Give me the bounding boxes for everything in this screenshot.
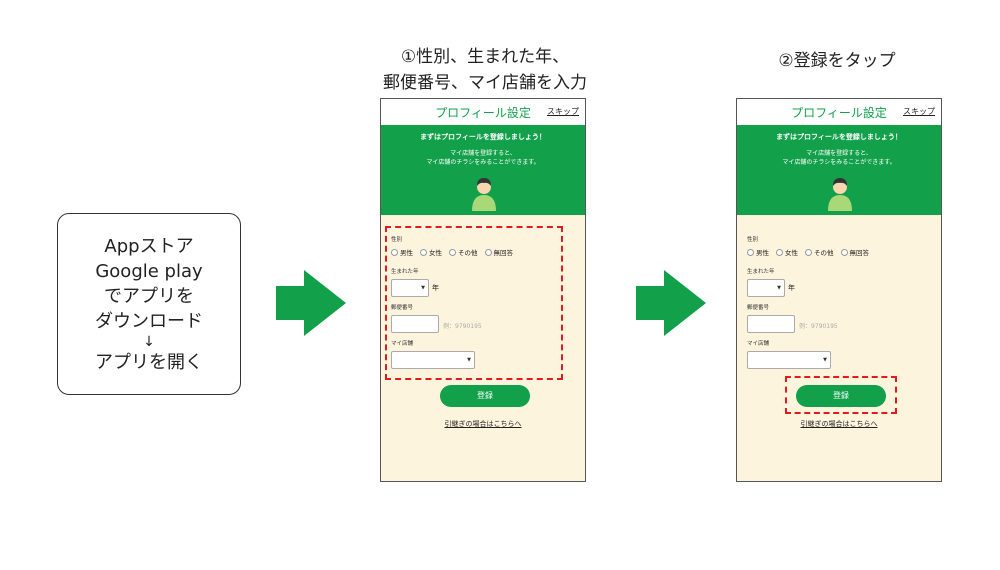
skip-link[interactable]: スキップ (547, 107, 579, 116)
phone-screen-2: プロフィール設定 スキップ まずはプロフィールを登録しましょう！ マイ店舗を登録… (736, 98, 942, 482)
radio-label: 女性 (429, 249, 442, 257)
hero-line: マイ店舗を登録すると、 (450, 150, 516, 157)
radio-label: 男性 (400, 249, 413, 257)
radio-icon (484, 248, 492, 256)
gender-options: 男性 女性 その他 無回答 (747, 247, 869, 257)
gender-radio-no-answer[interactable]: 無回答 (484, 247, 514, 257)
down-arrow-icon: ↓ (143, 333, 155, 350)
birth-year-label: 生まれた年 (747, 269, 775, 275)
radio-label: 無回答 (849, 249, 870, 257)
store-select[interactable]: ▼ (747, 351, 831, 369)
postal-input[interactable] (747, 315, 795, 333)
highlight-register-button (785, 376, 897, 414)
radio-label: 女性 (785, 249, 798, 257)
right-arrow-icon (276, 270, 346, 336)
postal-label: 郵便番号 (747, 305, 770, 311)
caption-line: ①性別、生まれた年、 (400, 47, 570, 67)
highlight-form-fields (385, 226, 563, 380)
skip-link[interactable]: スキップ (903, 107, 935, 116)
caption-line: ②登録をタップ (778, 51, 896, 71)
step1-instruction-box: Appストア Google play でアプリを ダウンロード ↓ アプリを開く (57, 213, 241, 395)
radio-label: 無回答 (493, 249, 514, 257)
year-unit: 年 (788, 284, 795, 292)
caret-down-icon: ▼ (823, 357, 827, 363)
gender-radio-other[interactable]: その他 (805, 247, 834, 257)
gender-radio-male[interactable]: 男性 (747, 247, 769, 257)
store-label: マイ店舗 (391, 341, 414, 347)
phone-screen-1: プロフィール設定 スキップ まずはプロフィールを登録しましょう！ マイ店舗を登録… (380, 98, 586, 482)
step1-line: Google play (95, 260, 203, 282)
avatar-icon (472, 178, 496, 211)
gender-radio-no-answer[interactable]: 無回答 (840, 247, 870, 257)
right-arrow-icon (636, 270, 706, 336)
store-label: マイ店舗 (747, 341, 770, 347)
gender-options: 男性 女性 その他 無回答 (391, 247, 513, 257)
year-unit: 年 (432, 284, 439, 292)
hero-banner: まずはプロフィールを登録しましょう！ マイ店舗を登録すると、 マイ店舗のチラシを… (737, 125, 941, 215)
hero-text: マイ店舗を登録すると、 マイ店舗のチラシをみることができます。 (737, 149, 941, 167)
gender-radio-male[interactable]: 男性 (391, 247, 413, 257)
gender-label: 性別 (747, 237, 759, 243)
hero-banner: まずはプロフィールを登録しましょう！ マイ店舗を登録すると、 マイ店舗のチラシを… (381, 125, 585, 215)
gender-radio-other[interactable]: その他 (449, 247, 478, 257)
avatar-icon (828, 178, 852, 211)
radio-icon (391, 248, 398, 256)
radio-icon (776, 248, 783, 256)
birth-year-select[interactable]: ▼ (391, 279, 429, 297)
radio-icon (420, 248, 427, 256)
hero-line: マイ店舗を登録すると、 (806, 150, 872, 157)
postal-placeholder: 例：9790195 (443, 323, 482, 330)
postal-input[interactable] (391, 315, 439, 333)
radio-label: 男性 (756, 249, 769, 257)
gender-radio-female[interactable]: 女性 (420, 247, 442, 257)
caret-down-icon: ▼ (421, 285, 425, 291)
radio-label: その他 (458, 249, 478, 257)
app-header: プロフィール設定 スキップ (737, 99, 941, 125)
radio-icon (840, 248, 848, 256)
gender-radio-female[interactable]: 女性 (776, 247, 798, 257)
store-select[interactable]: ▼ (391, 351, 475, 369)
birth-year-label: 生まれた年 (391, 269, 419, 275)
hero-text: マイ店舗を登録すると、 マイ店舗のチラシをみることができます。 (381, 149, 585, 167)
step1-line: Appストア (104, 235, 194, 257)
step3-caption: ②登録をタップ (737, 48, 937, 74)
register-button[interactable]: 登録 (440, 385, 530, 407)
radio-icon (449, 248, 456, 256)
radio-icon (747, 248, 754, 256)
radio-icon (805, 248, 812, 256)
postal-label: 郵便番号 (391, 305, 414, 311)
radio-label: その他 (814, 249, 834, 257)
step2-caption: ①性別、生まれた年、 郵便番号、マイ店舗を入力 (370, 44, 600, 96)
screen-title: プロフィール設定 (435, 106, 531, 120)
birth-year-select[interactable]: ▼ (747, 279, 785, 297)
step1-line: ダウンロード (95, 310, 203, 332)
hero-line: マイ店舗のチラシをみることができます。 (426, 159, 540, 166)
hero-title: まずはプロフィールを登録しましょう！ (776, 133, 902, 141)
gender-label: 性別 (391, 237, 403, 243)
caption-line: 郵便番号、マイ店舗を入力 (383, 73, 587, 93)
register-button[interactable]: 登録 (796, 385, 886, 407)
caret-down-icon: ▼ (467, 357, 471, 363)
step1-line: でアプリを (104, 285, 194, 307)
postal-placeholder: 例：9790195 (799, 323, 838, 330)
app-header: プロフィール設定 スキップ (381, 99, 585, 125)
hero-title: まずはプロフィールを登録しましょう！ (420, 133, 546, 141)
hero-line: マイ店舗のチラシをみることができます。 (782, 159, 896, 166)
step1-line: アプリを開く (95, 351, 203, 373)
caret-down-icon: ▼ (777, 285, 781, 291)
transfer-link[interactable]: 引継ぎの場合はこちらへ (444, 420, 522, 428)
transfer-link[interactable]: 引継ぎの場合はこちらへ (800, 420, 878, 428)
screen-title: プロフィール設定 (791, 106, 887, 120)
